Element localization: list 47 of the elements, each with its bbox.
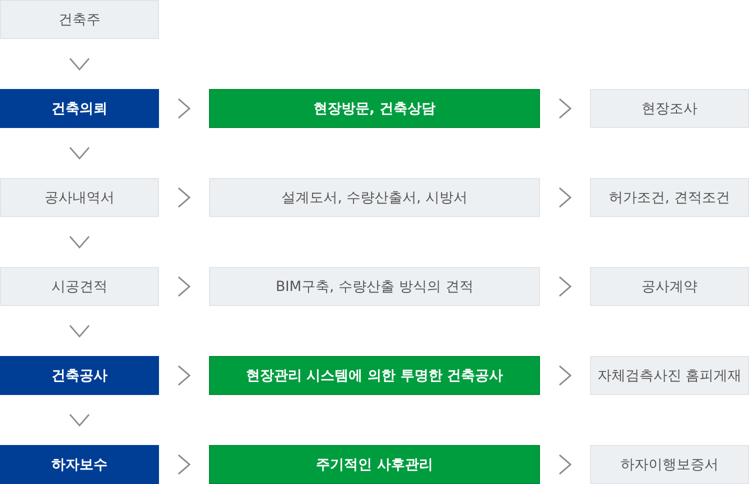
chevron-arrow: [69, 147, 90, 160]
step-box: [209, 445, 540, 484]
chevron-arrow: [69, 236, 90, 249]
step-label: 하자이행보증서: [620, 456, 718, 474]
step-label: 건축공사: [52, 366, 108, 384]
step-box: [0, 0, 159, 39]
step-box: [590, 445, 749, 484]
step-label: BIM구축, 수량산출 방식의 견적: [276, 278, 474, 296]
step-label: 시공견적: [52, 278, 108, 296]
step-box: [0, 267, 159, 306]
step-label: 건축주: [58, 10, 100, 28]
step-box: [209, 89, 540, 128]
chevron-arrow: [559, 365, 572, 386]
step-box: [590, 267, 749, 306]
chevron-arrow: [178, 276, 191, 297]
step-box: [0, 89, 159, 128]
chevron-arrow: [69, 325, 90, 338]
step-label: 현장관리 시스템에 의한 투명한 건축공사: [246, 366, 504, 384]
step-label: 자체검측사진 홈피게재: [597, 366, 742, 384]
chevron-arrow: [178, 98, 191, 119]
step-label: 설계도서, 수량산출서, 시방서: [282, 188, 468, 206]
step-label: 공사계약: [642, 278, 698, 296]
step-label: 건축의뢰: [52, 100, 108, 118]
step-box: [0, 445, 159, 484]
chevron-arrow: [69, 58, 90, 71]
step-box: [0, 178, 159, 217]
step-label: 현장방문, 건축상담: [313, 100, 436, 118]
chevron-arrow: [559, 98, 572, 119]
chevron-arrow: [559, 454, 572, 475]
chevron-arrow: [178, 454, 191, 475]
chevron-arrow: [178, 187, 191, 208]
step-label: 허가조건, 견적조건: [609, 188, 730, 206]
step-box: [209, 178, 540, 217]
step-label: 하자보수: [52, 456, 108, 474]
step-box: [590, 89, 749, 128]
chevron-arrow: [559, 187, 572, 208]
step-box: [590, 356, 749, 395]
step-box: [0, 356, 159, 395]
step-label: 공사내역서: [44, 188, 114, 206]
step-box: [209, 267, 540, 306]
chevron-arrow: [559, 276, 572, 297]
step-box: [590, 178, 749, 217]
chevron-arrow: [69, 414, 90, 427]
step-box: [209, 356, 540, 395]
step-label: 현장조사: [642, 100, 698, 118]
chevron-arrow: [178, 365, 191, 386]
step-label: 주기적인 사후관리: [316, 456, 433, 474]
